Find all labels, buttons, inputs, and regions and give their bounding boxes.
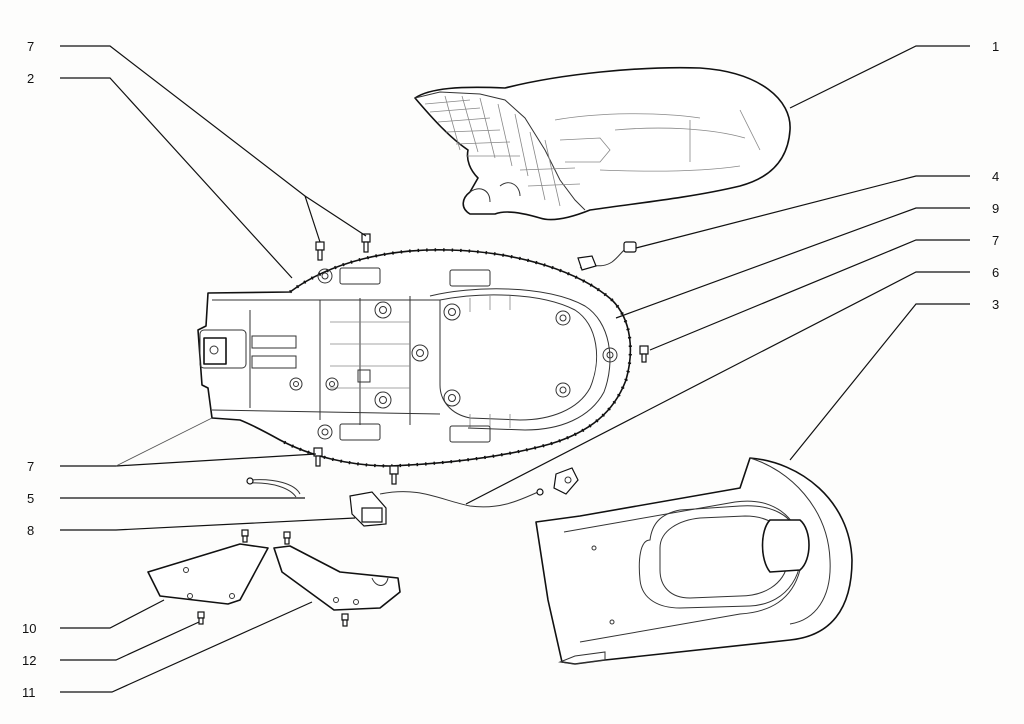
part-bracket-left [147, 543, 269, 605]
part-bracket-right [273, 545, 401, 611]
part-seat-cushion [414, 66, 791, 221]
callout-8: 8 [27, 523, 34, 538]
callout-7: 7 [27, 39, 34, 54]
callout-5: 5 [27, 491, 34, 506]
screw-hardware [197, 233, 649, 627]
callout-9: 9 [992, 201, 999, 216]
callout-6: 6 [992, 265, 999, 280]
part-seat-tray [535, 457, 853, 665]
callout-4: 4 [992, 169, 999, 184]
callout-labels: 7 2 1 4 9 7 6 3 7 5 8 10 12 11 [22, 39, 999, 700]
callout-12: 12 [22, 653, 36, 668]
callout-3: 3 [992, 297, 999, 312]
callout-7: 7 [27, 459, 34, 474]
callout-7: 7 [992, 233, 999, 248]
callout-10: 10 [22, 621, 36, 636]
leader-lines [60, 45, 970, 693]
callout-2: 2 [27, 71, 34, 86]
callout-1: 1 [992, 39, 999, 54]
callout-11: 11 [22, 685, 36, 700]
part-connector [577, 241, 637, 271]
part-latch-cable [246, 467, 579, 527]
part-seat-base [197, 248, 632, 468]
